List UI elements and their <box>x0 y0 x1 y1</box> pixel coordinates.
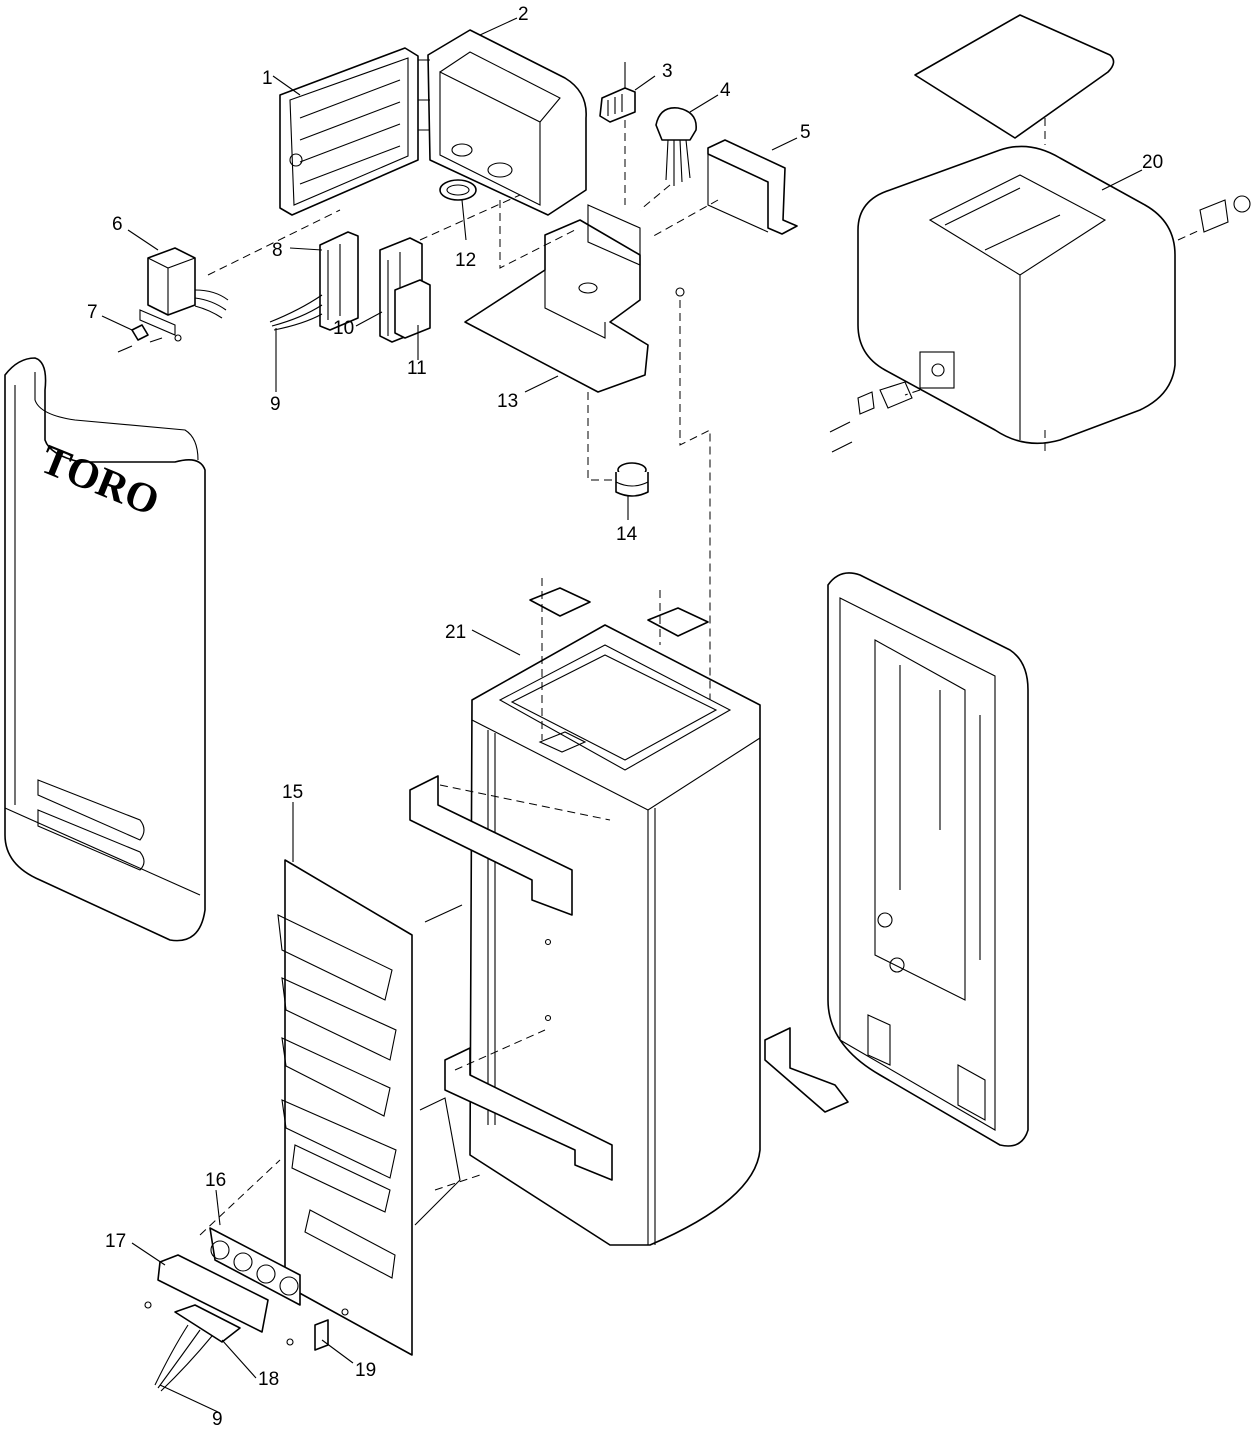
callout-11: 11 <box>407 358 427 379</box>
callout-16: 16 <box>205 1170 226 1191</box>
callout-14: 14 <box>616 524 638 545</box>
part-3-terminal-block <box>599 62 636 123</box>
part-9-wire-harness-lower <box>154 1324 213 1392</box>
part-20-top-cover <box>857 14 1176 445</box>
leader-lines <box>101 17 1143 1413</box>
part-8-station-module <box>319 231 359 331</box>
front-panel-left: TORO <box>4 357 206 942</box>
part-7-clamp <box>117 324 182 353</box>
callout-8: 8 <box>272 240 283 261</box>
part-12-gasket <box>439 179 477 201</box>
callout-3: 3 <box>662 61 673 82</box>
callout-12: 12 <box>455 250 476 271</box>
part-2-controller-housing <box>418 29 587 216</box>
part-1-controller-door <box>279 47 419 216</box>
callout-labels: 1 2 3 4 5 6 7 8 9 10 11 12 13 14 15 16 1… <box>87 4 1163 1429</box>
part-21-pedestal <box>469 624 761 1246</box>
callout-15: 15 <box>282 782 303 803</box>
part-17-bracket <box>144 1254 269 1333</box>
part-6-transformer <box>139 247 229 336</box>
back-panel-right <box>827 572 1029 1147</box>
callout-20: 20 <box>1142 152 1163 173</box>
part-14-conduit-plug <box>615 462 649 497</box>
part-13-mounting-plate <box>464 204 685 393</box>
part-16-lower-manifold <box>209 1227 301 1306</box>
pedestal-mounting-brackets <box>409 587 849 1226</box>
part-11-connector-module <box>394 279 431 339</box>
callout-17: 17 <box>105 1231 126 1252</box>
callout-19: 19 <box>355 1360 376 1381</box>
callout-18: 18 <box>258 1369 279 1390</box>
callout-1: 1 <box>262 68 273 89</box>
part-20-lock-parts <box>829 195 1251 453</box>
valve-row <box>277 914 397 1279</box>
callout-13: 13 <box>497 391 518 412</box>
callout-10: 10 <box>333 318 354 339</box>
callout-5: 5 <box>800 122 811 143</box>
callout-9: 9 <box>270 394 281 415</box>
part-18-connector <box>174 1304 241 1343</box>
part-15-manifold-panel <box>277 859 463 1356</box>
part-5-cover-bracket <box>707 139 798 235</box>
alignment-lines <box>199 118 1201 1236</box>
callout-2: 2 <box>518 4 529 25</box>
callout-6: 6 <box>112 214 123 235</box>
part-4-surge-module <box>655 107 697 186</box>
callout-4: 4 <box>720 80 731 101</box>
callout-7: 7 <box>87 302 98 323</box>
part-9-wire-harness-upper <box>269 294 323 331</box>
callout-9-lower: 9 <box>212 1409 223 1429</box>
callout-21: 21 <box>445 622 466 643</box>
